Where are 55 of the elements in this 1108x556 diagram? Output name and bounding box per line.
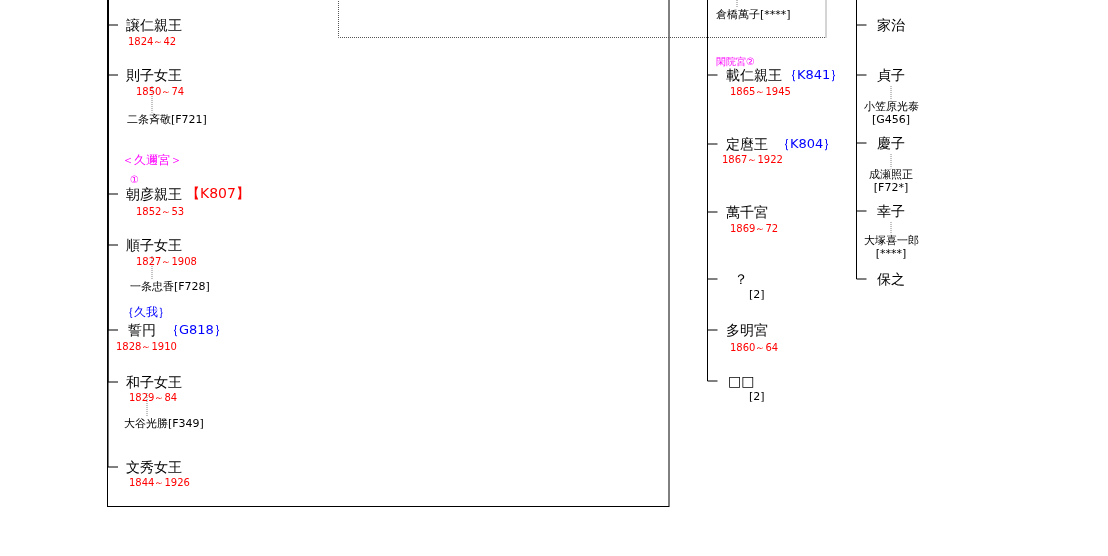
marriage-line	[146, 392, 148, 418]
house-name: 閑院宮②	[716, 55, 755, 67]
person-name: 倉橋萬子[****]	[716, 8, 791, 22]
reference-code: 【K807】	[186, 186, 250, 202]
person-name: 順子女王	[126, 236, 182, 254]
person-name: 二条斉敬[F721]	[127, 113, 207, 127]
reference-code: ｛K841｝	[784, 67, 844, 83]
person-name: ？	[734, 270, 748, 288]
person-name: 家治	[877, 16, 905, 34]
reference-code: ｛K804｝	[777, 136, 837, 152]
person-name: 多明宮	[726, 321, 768, 339]
person-name: 一条忠香[F728]	[130, 280, 210, 294]
lifespan-dates: 1852～53	[136, 205, 185, 217]
person-name: 大谷光勝[F349]	[124, 417, 204, 431]
marriage-line	[890, 221, 892, 235]
marriage-line	[890, 85, 892, 101]
note-number: [2]	[749, 288, 765, 302]
person-name: 朝彦親王	[126, 185, 182, 203]
lifespan-dates: 1824～42	[128, 35, 177, 47]
lifespan-dates: 1867～1922	[722, 153, 783, 165]
marriage-line	[151, 255, 153, 281]
marriage-line	[736, 0, 738, 9]
branch-line	[856, 0, 867, 280]
lifespan-dates: 1829～84	[129, 391, 178, 403]
ordinal-mark: ①	[130, 173, 139, 185]
lifespan-dates: 1827～1908	[136, 255, 197, 267]
lifespan-dates: 1850～74	[136, 85, 185, 97]
house-name: ＜久邇宮＞	[122, 154, 182, 168]
lifespan-dates: 1865～1945	[730, 85, 791, 97]
marriage-line	[151, 85, 153, 114]
person-name: 載仁親王	[726, 66, 782, 84]
lifespan-dates: 1869～72	[730, 222, 779, 234]
person-name: 保之	[877, 270, 905, 288]
reference-code: ｛G818｝	[166, 322, 227, 338]
person-name: 萬千宮	[726, 203, 768, 221]
person-name: 誓円	[128, 321, 156, 339]
person-name: 幸子	[877, 202, 905, 220]
person-name: □□	[728, 372, 755, 390]
person-name: 成瀬照正[F72*]	[858, 169, 924, 195]
marriage-line	[890, 153, 892, 169]
branch-line	[107, 0, 119, 468]
lifespan-dates: 1860～64	[730, 341, 779, 353]
person-name: 大塚喜一郎[****]	[858, 235, 924, 261]
person-name: 定麿王	[726, 135, 768, 153]
person-name: 文秀女王	[126, 458, 182, 476]
house-name: ｛久我｝	[122, 306, 170, 320]
lifespan-dates: 1844～1926	[129, 476, 190, 488]
person-name: 貞子	[877, 66, 905, 84]
lifespan-dates: 1828～1910	[116, 340, 177, 352]
person-name: 小笠原光泰[G456]	[858, 101, 924, 127]
person-name: 則子女王	[126, 66, 182, 84]
note-number: [2]	[749, 390, 765, 404]
person-name: 慶子	[877, 134, 905, 152]
person-name: 譲仁親王	[126, 16, 182, 34]
person-name: 和子女王	[126, 373, 182, 391]
